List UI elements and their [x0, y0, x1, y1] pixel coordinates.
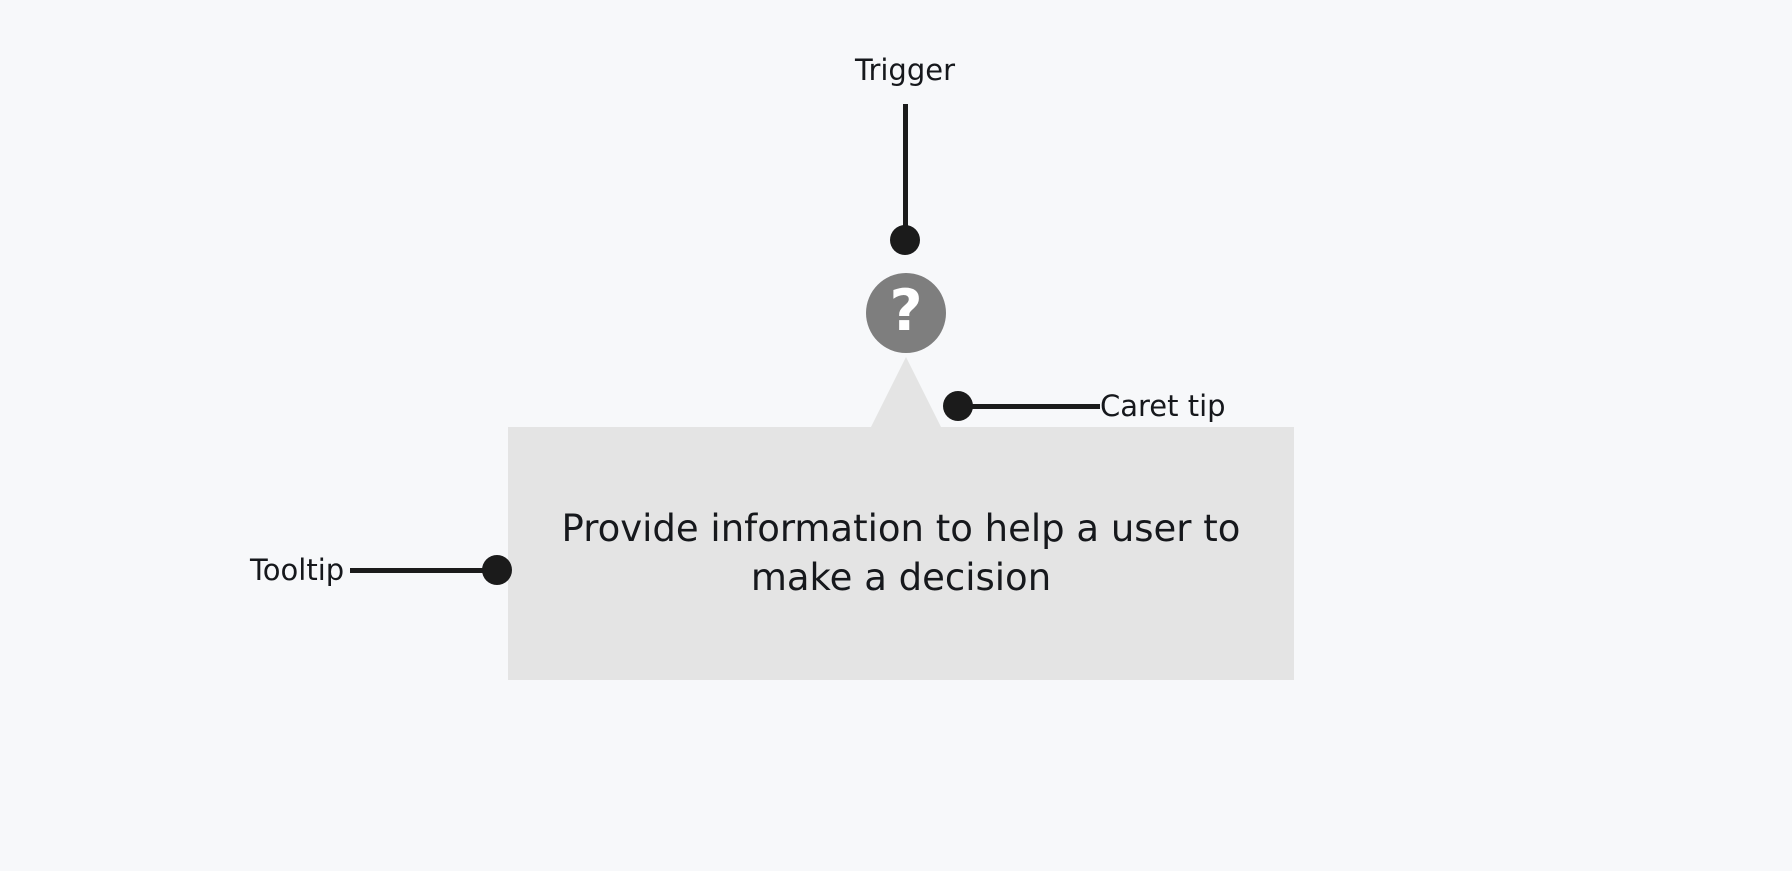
question-mark-glyph: ?: [889, 277, 923, 344]
tooltip-caret-icon: [871, 357, 941, 427]
callout-leader-line-trigger: [903, 104, 908, 242]
question-mark-circle-icon[interactable]: ?: [866, 273, 946, 353]
callout-leader-line-caret-tip: [958, 404, 1100, 409]
callout-label-trigger: Trigger: [855, 53, 956, 87]
tooltip-body: Provide information to help a user to ma…: [508, 427, 1294, 680]
tooltip-message-text: Provide information to help a user to ma…: [561, 506, 1241, 599]
callout-label-tooltip: Tooltip: [250, 553, 345, 587]
callout-leader-line-tooltip: [350, 568, 505, 573]
callout-label-caret-tip: Caret tip: [1100, 389, 1226, 423]
callout-dot-tooltip: [482, 555, 512, 585]
callout-dot-trigger: [890, 225, 920, 255]
